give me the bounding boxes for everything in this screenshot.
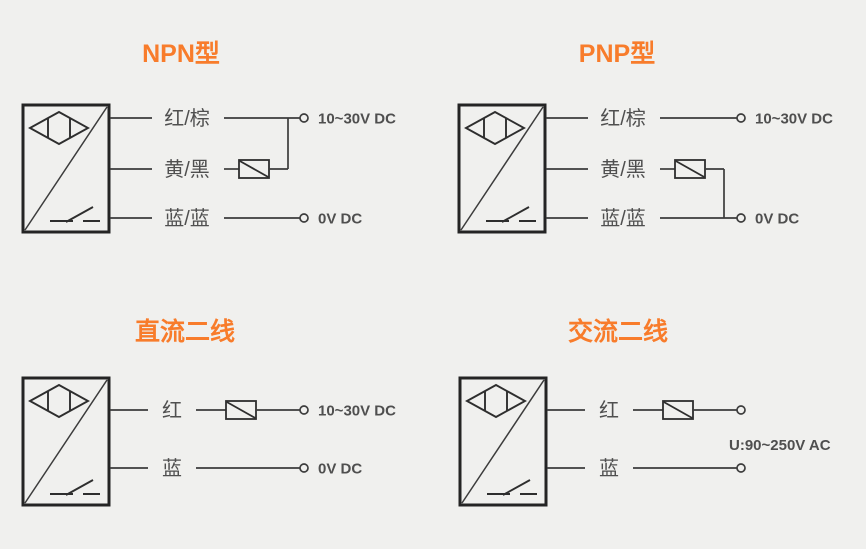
terminal-circle bbox=[736, 405, 746, 415]
wire-label: 蓝 bbox=[162, 457, 182, 480]
voltage-note: U:90~250V AC bbox=[729, 437, 831, 454]
load-symbol bbox=[662, 400, 694, 420]
terminal-circle bbox=[736, 113, 746, 123]
diagram-npn: NPN型 红/棕 10~30V DC 黄/黑 蓝/蓝 0V DC bbox=[21, 40, 396, 234]
load-symbol bbox=[674, 159, 706, 179]
terminal-label: 10~30V DC bbox=[755, 111, 833, 128]
sensor-symbol bbox=[21, 376, 111, 507]
terminal-circle bbox=[736, 463, 746, 473]
wire-label: 红 bbox=[162, 399, 182, 422]
wire-label: 蓝 bbox=[599, 457, 619, 480]
diagram-title: NPN型 bbox=[142, 40, 220, 68]
terminal-label: 10~30V DC bbox=[318, 111, 396, 128]
sensor-symbol bbox=[458, 376, 548, 507]
terminal-label: 0V DC bbox=[755, 211, 799, 228]
terminal-label: 0V DC bbox=[318, 211, 362, 228]
wire-label: 红 bbox=[599, 399, 619, 422]
terminal-label: 0V DC bbox=[318, 461, 362, 478]
load-symbol bbox=[238, 159, 270, 179]
terminal-circle bbox=[299, 213, 309, 223]
sensor-symbol bbox=[21, 103, 111, 234]
terminal-circle bbox=[299, 405, 309, 415]
diagram-ac-two-wire: 交流二线 红 U:90~250V AC 蓝 bbox=[458, 317, 831, 507]
terminal-label: 10~30V DC bbox=[318, 403, 396, 420]
terminal-circle bbox=[299, 463, 309, 473]
wire-label: 黄/黑 bbox=[164, 158, 210, 181]
terminal-circle bbox=[299, 113, 309, 123]
wire-label: 红/棕 bbox=[600, 107, 646, 130]
diagram-title: 交流二线 bbox=[568, 317, 668, 346]
diagram-pnp: PNP型 红/棕 10~30V DC 黄/黑 蓝/蓝 0V DC bbox=[457, 40, 833, 234]
sensor-symbol bbox=[457, 103, 547, 234]
wire-label: 黄/黑 bbox=[600, 158, 646, 181]
diagram-title: 直流二线 bbox=[135, 317, 235, 346]
load-symbol bbox=[225, 400, 257, 420]
terminal-circle bbox=[736, 213, 746, 223]
wire-label: 蓝/蓝 bbox=[600, 207, 646, 230]
wire-label: 红/棕 bbox=[164, 107, 210, 130]
diagram-dc-two-wire: 直流二线 红 10~30V DC 蓝 0V DC bbox=[21, 317, 396, 507]
diagram-title: PNP型 bbox=[579, 40, 655, 68]
wire-label: 蓝/蓝 bbox=[164, 207, 210, 230]
